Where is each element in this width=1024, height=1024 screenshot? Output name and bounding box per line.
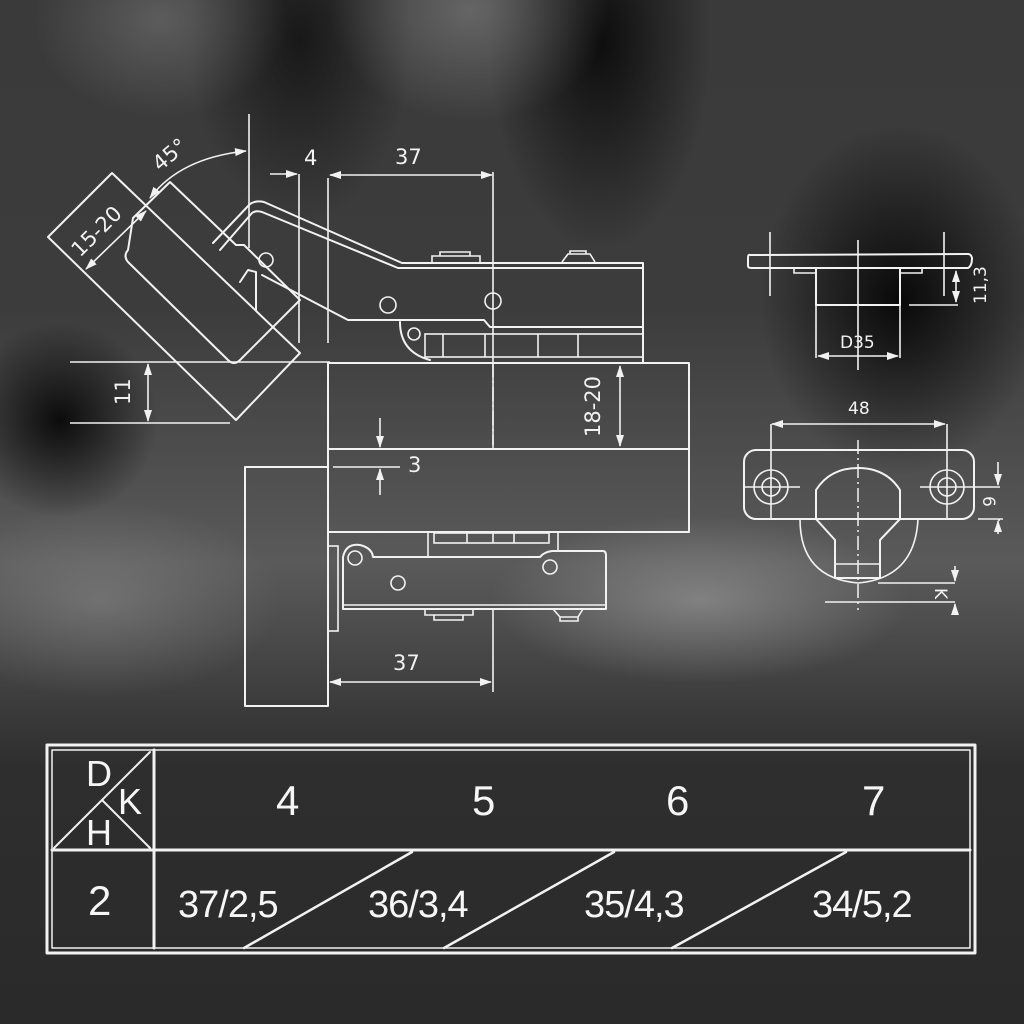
dimension-table: D K H 4 5 6 7 2 37/2,5 36/3,4 35/4,3 34/… bbox=[45, 743, 977, 955]
cup-depth-label: 11,3 bbox=[971, 266, 991, 304]
header-k-6: 6 bbox=[666, 777, 689, 824]
cell-value: 34/5,2 bbox=[812, 884, 912, 926]
hole-offset-label: 6 bbox=[978, 496, 998, 507]
hole-spacing-label: 48 bbox=[848, 399, 870, 419]
panel-thickness-label: 18-20 bbox=[581, 376, 605, 437]
cup-section-view: D35 11,3 bbox=[747, 232, 991, 370]
cup-diameter-label: D35 bbox=[840, 333, 875, 353]
angle-label: 45° bbox=[148, 134, 192, 176]
header-k-4: 4 bbox=[276, 777, 299, 824]
door-open bbox=[47, 172, 301, 421]
cell-value: 37/2,5 bbox=[178, 884, 278, 926]
corner-d-label: D bbox=[86, 753, 112, 794]
cup-distance-bottom-label: 37 bbox=[393, 651, 420, 675]
k-label: K bbox=[930, 588, 950, 600]
offset-label: 4 bbox=[304, 146, 317, 170]
cell-value: 36/3,4 bbox=[368, 884, 469, 926]
row-h-value: 2 bbox=[88, 877, 111, 924]
corner-h-label: H bbox=[86, 812, 112, 853]
overlay-label: 3 bbox=[408, 453, 421, 477]
cabinet-panel bbox=[327, 362, 690, 450]
header-k-5: 5 bbox=[472, 777, 495, 824]
mounting-plate-view: 48 6 K bbox=[743, 399, 1003, 615]
cell-value: 35/4,3 bbox=[584, 884, 684, 926]
side-view: 45° 15-20 4 37 bbox=[47, 114, 690, 707]
header-k-7: 7 bbox=[862, 777, 885, 824]
hinge-arm-top bbox=[212, 200, 644, 363]
height-label: 11 bbox=[111, 378, 135, 405]
cup-distance-top-label: 37 bbox=[395, 145, 422, 169]
door-closed bbox=[244, 466, 329, 707]
hinge-arm-bottom bbox=[327, 532, 607, 632]
corner-k-label: K bbox=[118, 781, 142, 822]
